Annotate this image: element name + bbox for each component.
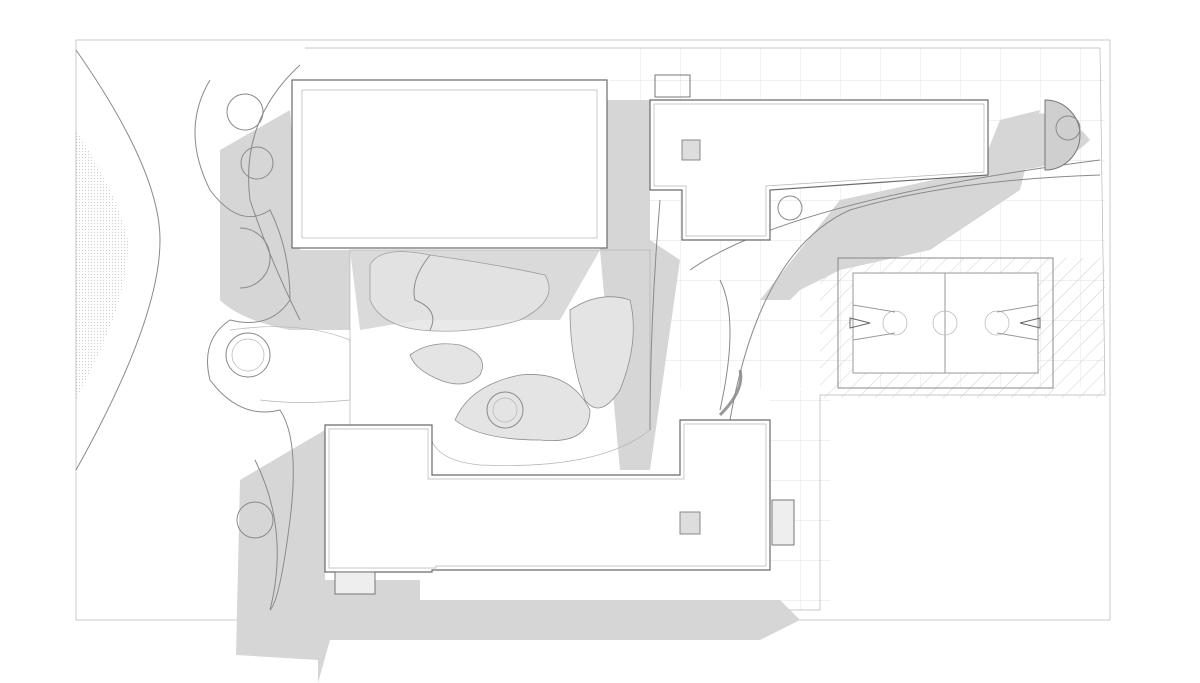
tree-circle: [226, 93, 264, 131]
tree-circle: [236, 501, 274, 539]
stairs: [334, 74, 795, 595]
road-curve: [75, 49, 161, 471]
left-walkway: [194, 64, 351, 611]
building-top-left: [291, 79, 608, 249]
round-amphitheater: [1044, 99, 1081, 171]
rooftop-unit: [679, 511, 701, 535]
building-top-right: [649, 99, 989, 241]
tree-circle: [777, 195, 803, 221]
round-planter: [225, 332, 271, 378]
tree-circle: [240, 146, 274, 180]
central-courtyard: [349, 199, 743, 466]
sweeping-path: [689, 159, 1101, 421]
building-bottom: [324, 419, 771, 573]
rooftop-unit: [681, 139, 701, 161]
basketball-court: [820, 257, 1105, 398]
